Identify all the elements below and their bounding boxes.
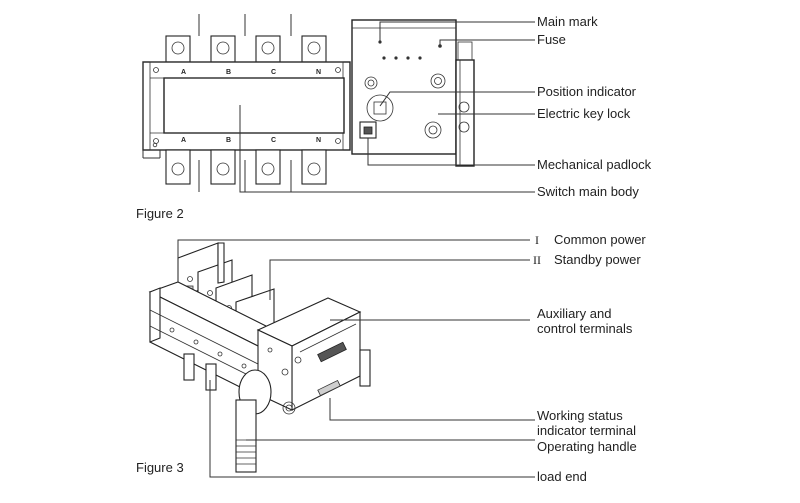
label-electric-key-lock: Electric key lock xyxy=(537,106,631,121)
switch-base-body xyxy=(148,281,292,399)
label-main-mark: Main mark xyxy=(537,14,598,29)
label-standby-power-marker: II xyxy=(533,253,541,267)
label-position-indicator: Position indicator xyxy=(537,84,637,99)
label-auxiliary-line1: Auxiliary and xyxy=(537,306,611,321)
label-switch-main-body: Switch main body xyxy=(537,184,639,199)
figure2-leader-lines xyxy=(239,21,535,193)
phase-label-top-a: A xyxy=(181,69,186,76)
figure2-caption: Figure 2 xyxy=(136,206,184,221)
top-terminals xyxy=(165,14,327,63)
phase-label-bottom-c: C xyxy=(271,137,276,144)
phase-label-bottom-b: B xyxy=(226,137,231,144)
label-working-status-line1: Working status xyxy=(537,408,623,423)
figure3-drawing: I Common power II Standby power Auxiliar… xyxy=(136,232,646,484)
label-mechanical-padlock: Mechanical padlock xyxy=(537,157,652,172)
label-operating-handle: Operating handle xyxy=(537,439,637,454)
bottom-terminals xyxy=(165,149,327,192)
phase-label-bottom-a: A xyxy=(181,137,186,144)
figure2-drawing: A B C N A B C N xyxy=(136,14,652,221)
label-standby-power: Standby power xyxy=(554,252,641,267)
operating-handle xyxy=(235,369,272,473)
figure3-caption: Figure 3 xyxy=(136,460,184,475)
label-working-status-line2: indicator terminal xyxy=(537,423,636,438)
controller-block xyxy=(256,297,371,415)
label-common-power-marker: I xyxy=(535,233,539,247)
label-auxiliary-line2: control terminals xyxy=(537,321,633,336)
phase-label-top-b: B xyxy=(226,69,231,76)
figure3-leader-lines xyxy=(177,239,535,478)
controller-box xyxy=(351,19,475,167)
label-load-end: load end xyxy=(537,469,587,484)
switch-main-body xyxy=(142,61,351,159)
label-fuse: Fuse xyxy=(537,32,566,47)
label-common-power: Common power xyxy=(554,232,646,247)
phase-label-top-n: N xyxy=(316,69,321,76)
phase-label-top-c: C xyxy=(271,69,276,76)
phase-label-bottom-n: N xyxy=(316,137,321,144)
